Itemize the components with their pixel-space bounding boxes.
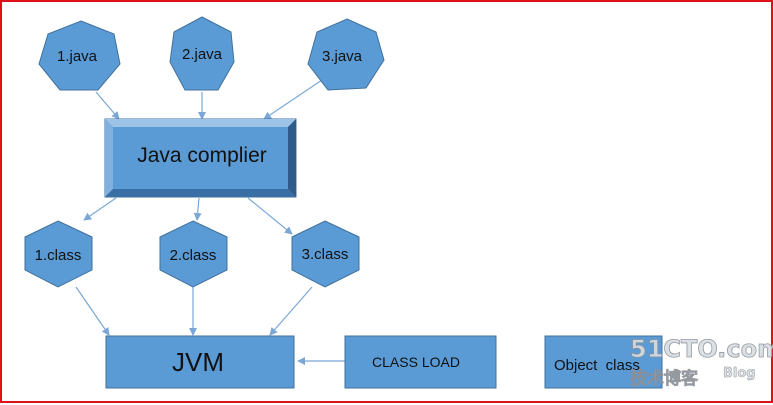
java-source-label-2: 2.java	[182, 46, 223, 63]
object-class-node: Object class	[544, 335, 663, 389]
watermark-blog-text: Blog	[723, 366, 756, 381]
class-file-label-3: 3.class	[302, 246, 349, 263]
arrows-class-to-jvm	[75, 286, 313, 336]
java-source-label-1: 1.java	[57, 48, 98, 65]
java-source-node-1: 1.java	[38, 20, 121, 91]
class-file-label-2: 2.class	[170, 247, 217, 264]
arrow-compiler-class1	[83, 197, 117, 221]
class-loader-label: CLASS LOAD	[372, 354, 460, 370]
java-source-label-3: 3.java	[322, 48, 363, 65]
class-file-label-1: 1.class	[35, 247, 82, 264]
object-class-label: Object class	[554, 357, 640, 374]
java-compiler-label: Java complier	[137, 144, 267, 167]
java-compiler-node: Java complier	[104, 118, 297, 198]
arrow-compiler-class3	[247, 197, 293, 235]
class-loader-node: CLASS LOAD	[344, 335, 497, 389]
arrow-class1-jvm	[75, 286, 110, 336]
java-source-node-2: 2.java	[169, 16, 235, 91]
jvm-label: JVM	[172, 347, 224, 377]
watermark-brand-text: 51CTO.com	[630, 335, 773, 363]
class-file-node-2: 2.class	[159, 220, 228, 288]
arrows-source-to-compiler	[95, 79, 323, 120]
arrows-compiler-to-class	[83, 197, 293, 235]
class-file-node-3: 3.class	[291, 220, 360, 288]
class-file-node-1: 1.class	[24, 220, 93, 288]
arrow-compiler-class2	[193, 197, 202, 221]
watermark-sub-text: 技术博客	[630, 368, 699, 389]
arrow-class3-jvm	[269, 286, 313, 336]
51cto-watermark-logo: 51CTO.com 技术博客 Blog	[630, 335, 773, 390]
jvm-node: JVM	[105, 335, 295, 389]
java-source-node-3: 3.java	[307, 18, 385, 91]
arrow-java3-compiler	[263, 79, 323, 120]
arrow-java1-compiler	[95, 91, 120, 120]
